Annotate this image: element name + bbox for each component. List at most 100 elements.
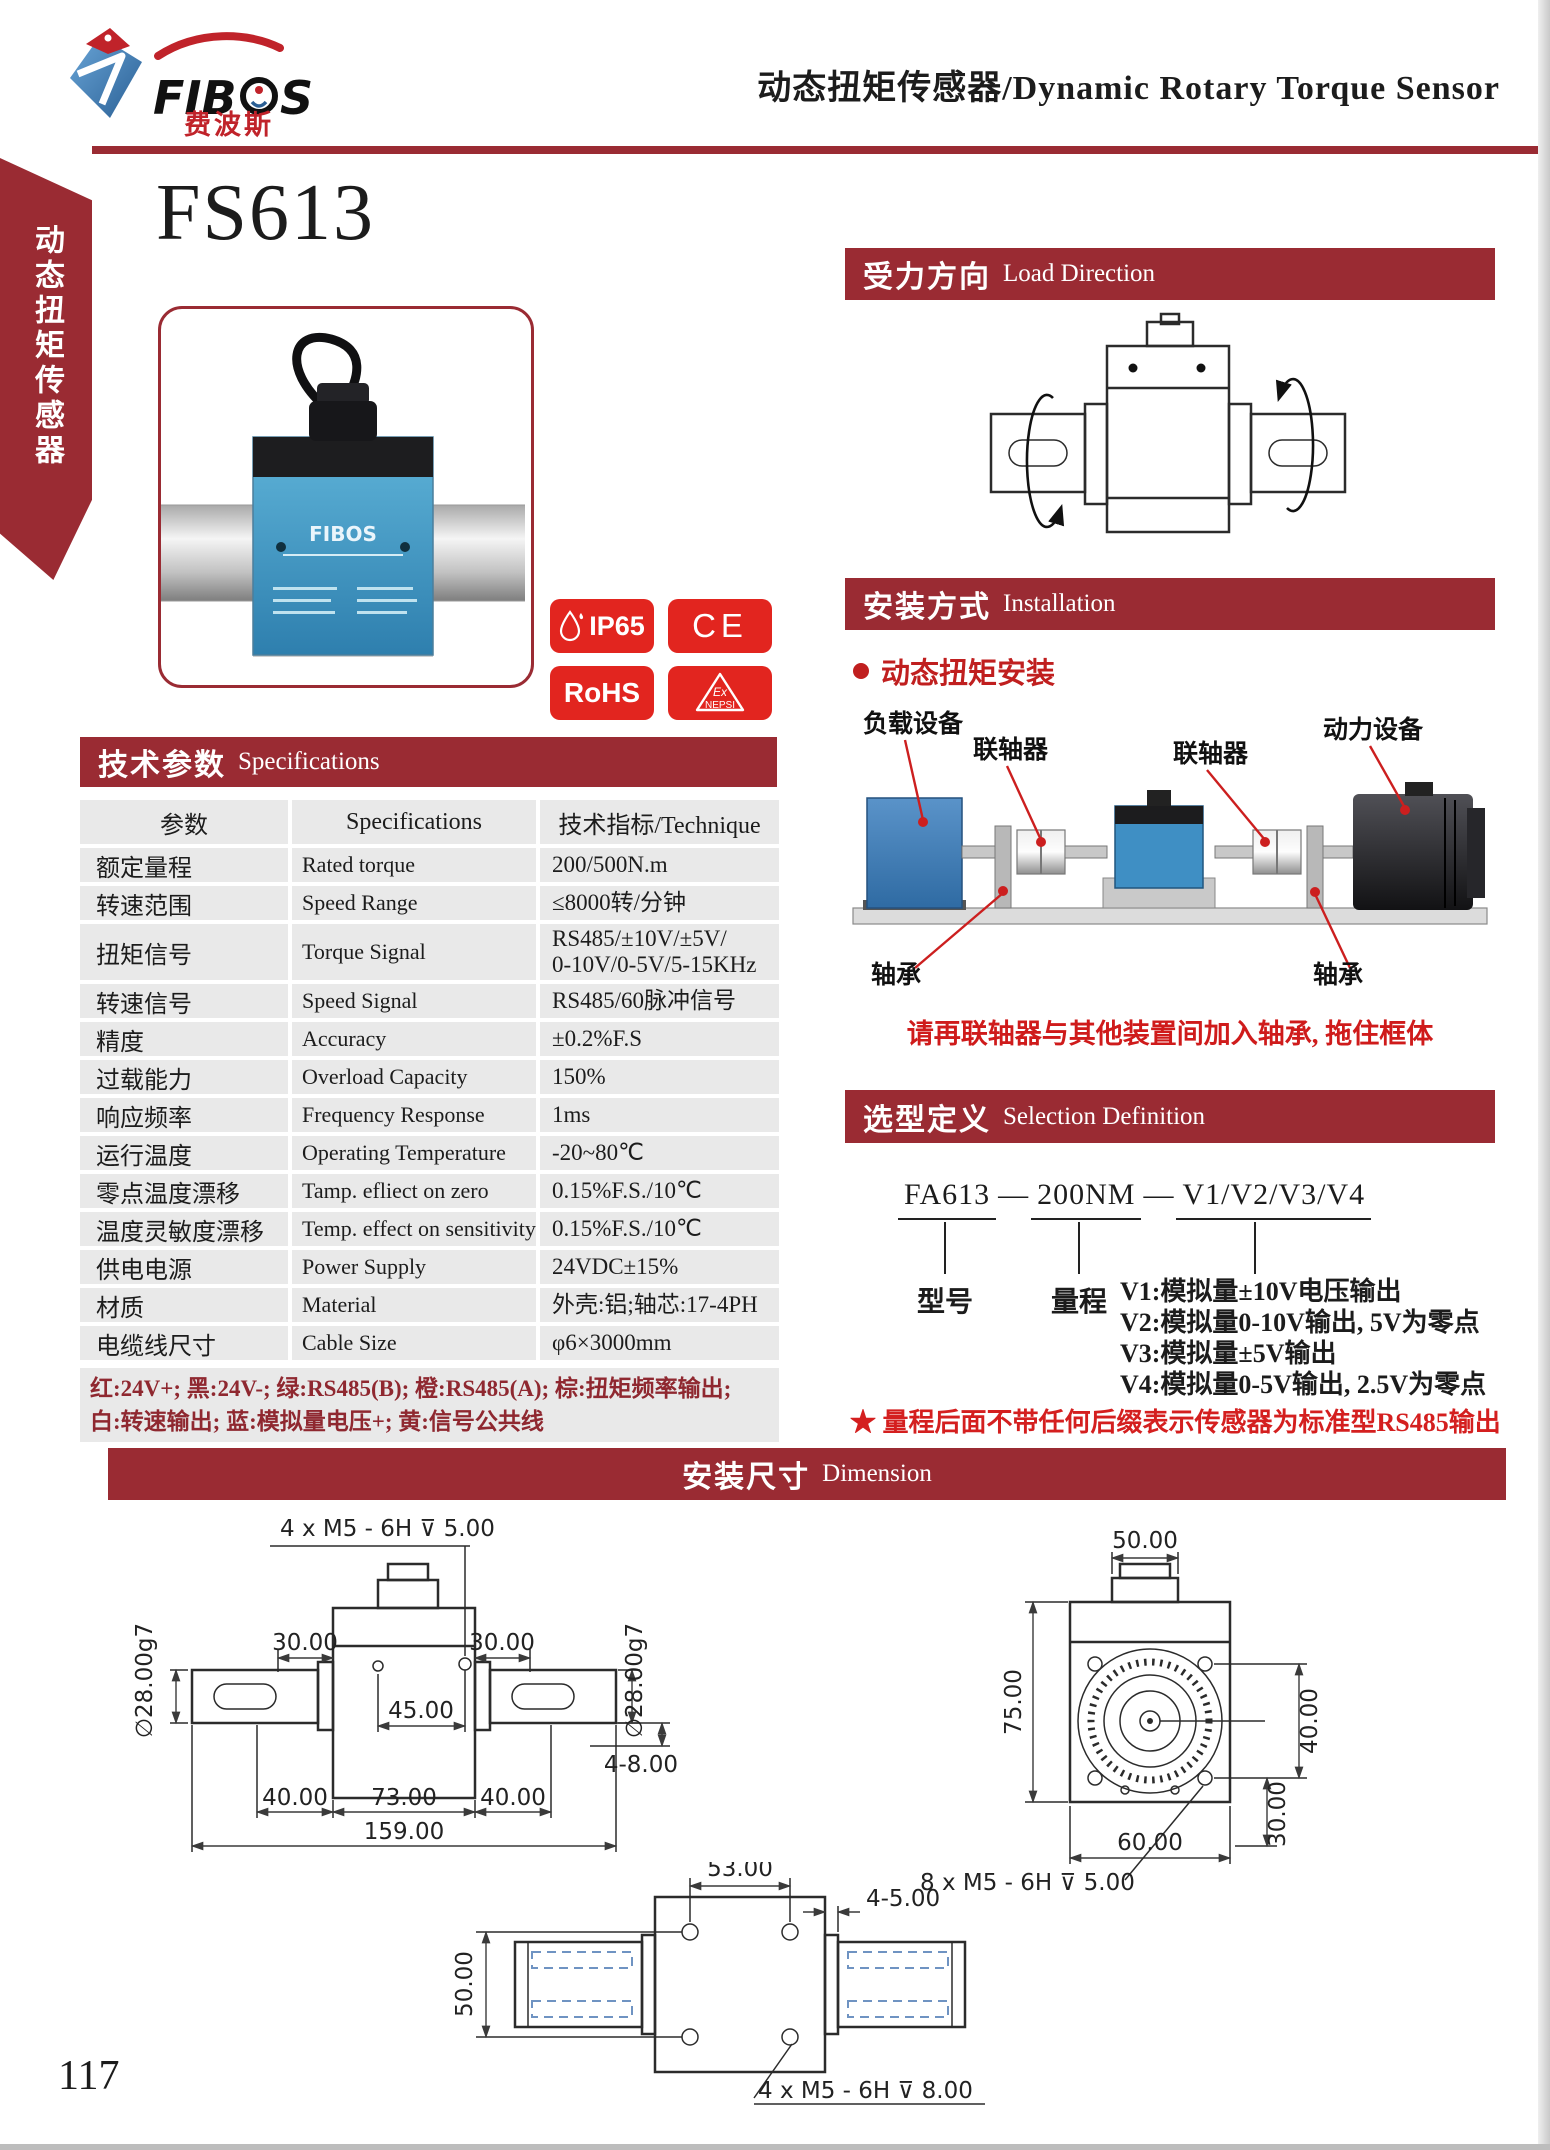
sidebar-ribbon: 动态扭矩传感器 [0, 158, 92, 580]
col-header: 技术指标/Technique [540, 800, 779, 844]
selection-note: ★ 量程后面不带任何后缀表示传感器为标准型RS485输出 [850, 1408, 1501, 1437]
sidebar-vertical-label: 动态扭矩传感器 [30, 224, 63, 469]
spec-value: 1ms [540, 1098, 779, 1132]
specs-header: 技术参数 Specifications [80, 737, 777, 787]
dim-40: 40.00 [1297, 1688, 1323, 1754]
code-outputs: V1/V2/V3/V4 [1176, 1178, 1372, 1220]
rohs-label: RoHS [563, 677, 641, 708]
brand-o-icon [240, 77, 278, 115]
spec-param: 额定量程 [80, 848, 288, 882]
selection-label-range: 量程 [1050, 1287, 1107, 1318]
dim-30: 30.00 [1265, 1781, 1291, 1847]
dim-40-left: 40.00 [262, 1785, 328, 1811]
dim-60: 60.00 [1117, 1830, 1183, 1856]
droplet-icon [560, 610, 584, 642]
rotation-arrow-right-icon [1275, 377, 1315, 513]
wiring-line-2: 白:转速输出; 蓝:模拟量电压+; 黄:信号公共线 [90, 1409, 544, 1434]
brand-logo: FIB S 费波斯 [70, 28, 313, 138]
nepsi-badge: Ex NEPSI [668, 666, 772, 720]
code-separator: — [1143, 1178, 1175, 1211]
spec-name: Rated torque [292, 848, 536, 882]
option-v1: V1:模拟量±10V电压输出 [1120, 1277, 1402, 1306]
spec-param: 电缆线尺寸 [80, 1326, 288, 1360]
code-connector-line [944, 1222, 946, 1274]
spec-value: 150% [540, 1060, 779, 1094]
dim-53: 53.00 [707, 1862, 773, 1882]
spec-param: 零点温度漂移 [80, 1174, 288, 1208]
spec-name: Accuracy [292, 1022, 536, 1056]
spec-name: Torque Signal [292, 924, 536, 980]
page-edge-right [1538, 0, 1550, 2150]
brand-text-s: S [280, 71, 313, 125]
spec-param: 材质 [80, 1288, 288, 1322]
spec-name: Operating Temperature [292, 1136, 536, 1170]
dim-75: 75.00 [1001, 1669, 1027, 1735]
spec-name: Tamp. efliect on zero [292, 1174, 536, 1208]
spec-value: 外壳:铝;轴芯:17-4PH [540, 1288, 779, 1322]
ex-label: Ex [713, 685, 728, 699]
label-bearing-right: 轴承 [1313, 960, 1363, 989]
ip65-label: IP65 [589, 610, 645, 641]
dim-73: 73.00 [371, 1785, 437, 1811]
fibos-emblem-icon [70, 28, 142, 118]
ip65-badge: IP65 [550, 599, 654, 653]
option-v4: V4:模拟量0-5V输出, 2.5V为零点 [1120, 1370, 1487, 1399]
brand-text-fib: FIB [153, 71, 237, 125]
spec-param: 精度 [80, 1022, 288, 1056]
dim-thread-note-4x8: 4 x M5 - 6H ⊽ 8.00 [758, 2078, 973, 2104]
dim-thread-note-8x: 8 x M5 - 6H ⊽ 5.00 [920, 1870, 1135, 1896]
torque-sensor-photo: FIBOS [161, 333, 530, 657]
dim-4-8: 4-8.00 [604, 1752, 678, 1778]
spec-param: 过载能力 [80, 1060, 288, 1094]
rohs-badge: RoHS [550, 666, 654, 720]
dim-shaft-dia-left: ∅28.00g7 [132, 1623, 158, 1738]
page-number: 117 [58, 2053, 120, 2099]
spec-name: Speed Signal [292, 984, 536, 1018]
dimension-title-en: Dimension [822, 1460, 932, 1487]
brand-swoosh-icon [154, 32, 284, 60]
spec-name: Speed Range [292, 886, 536, 920]
spec-param: 运行温度 [80, 1136, 288, 1170]
wiring-line-1: 红:24V+; 黑:24V-; 绿:RS485(B); 橙:RS485(A); … [90, 1376, 732, 1401]
spec-param: 响应频率 [80, 1098, 288, 1132]
installation-note: 请再联轴器与其他装置间加入轴承, 拖住框体 [906, 1019, 1434, 1049]
spec-param: 供电电源 [80, 1250, 288, 1284]
selection-label-model: 型号 [916, 1287, 973, 1318]
code-separator: — [998, 1178, 1030, 1211]
specs-title-en: Specifications [238, 748, 380, 775]
selection-code: FA613 — 200NM — V1/V2/V3/V4 [898, 1178, 1372, 1220]
spec-name: Temp. effect on sensitivity [292, 1212, 536, 1246]
spec-name: Overload Capacity [292, 1060, 536, 1094]
label-power-device: 动力设备 [1323, 716, 1424, 744]
selection-title-en: Selection Definition [1003, 1102, 1206, 1130]
spec-value: -20~80℃ [540, 1136, 779, 1170]
cable-icon [292, 333, 362, 410]
dim-4-5: 4-5.00 [866, 1886, 940, 1912]
label-coupling-left: 联轴器 [973, 735, 1049, 764]
spec-param: 温度灵敏度漂移 [80, 1212, 288, 1246]
code-range: 200NM [1031, 1178, 1142, 1220]
rotation-arrow-left-icon [1025, 393, 1065, 529]
spec-value: ≤8000转/分钟 [540, 886, 779, 920]
installation-title-cn: 安装方式 [863, 591, 991, 624]
spec-value: 24VDC±15% [540, 1250, 779, 1284]
spec-param: 转速信号 [80, 984, 288, 1018]
dim-shaft-dia-right: ∅28.00g7 [622, 1623, 648, 1738]
code-connector-line [1078, 1222, 1080, 1274]
dimension-header: 安装尺寸 Dimension [108, 1448, 1506, 1500]
nepsi-label: NEPSI [705, 700, 735, 711]
dim-40-right: 40.00 [480, 1785, 546, 1811]
col-header: Specifications [292, 800, 536, 844]
spec-name: Frequency Response [292, 1098, 536, 1132]
page-title: 动态扭矩传感器/Dynamic Rotary Torque Sensor [757, 70, 1500, 107]
spec-value: ±0.2%F.S [540, 1022, 779, 1056]
installation-header: 安装方式 Installation [845, 578, 1495, 630]
dimension-title-cn: 安装尺寸 [682, 1461, 811, 1494]
specs-table: 参数 Specifications 技术指标/Technique 额定量程 Ra… [80, 800, 779, 1360]
spec-name: Power Supply [292, 1250, 536, 1284]
selection-options: V1:模拟量±10V电压输出 V2:模拟量0-10V输出, 5V为零点 V3:模… [1120, 1276, 1486, 1400]
brand-cn: 费波斯 [184, 110, 274, 138]
code-model: FA613 [898, 1178, 997, 1220]
col-header: 参数 [80, 800, 288, 844]
product-photo-frame: FIBOS [158, 306, 534, 688]
